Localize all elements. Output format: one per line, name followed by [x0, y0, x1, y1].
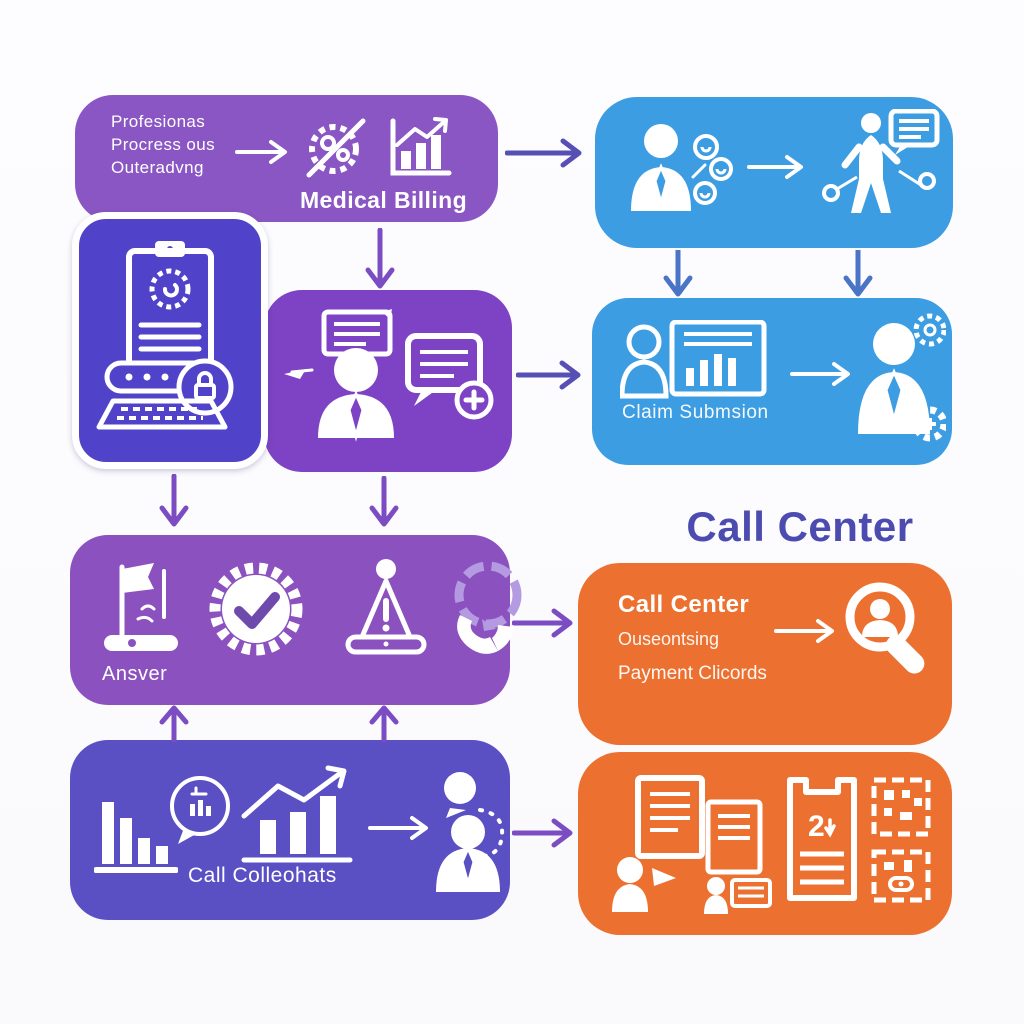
answer-quality-box: Ansver — [70, 535, 522, 705]
connector-arrow-a-to-d — [365, 228, 395, 289]
process-text-line2: Procress ous — [111, 134, 216, 154]
connector-arrow-f-to-h — [512, 608, 573, 638]
answer-label: Ansver — [102, 663, 168, 685]
right-arrow-icon — [790, 362, 850, 386]
documents-people-icon — [612, 775, 772, 914]
outsourcing-line2: Ouseontsing — [618, 629, 720, 649]
verified-check-icon — [209, 562, 303, 656]
patient-communication-box — [264, 290, 512, 472]
process-text: Profesionas Procress ous Outeradvng — [111, 111, 215, 180]
call-center-heading: Call Center — [686, 503, 914, 550]
connector-arrow-d-to-e — [516, 360, 581, 390]
call-collections-label: Call Colleohats — [188, 864, 337, 887]
flag-icon — [104, 563, 178, 651]
processing-agent-icon — [858, 313, 946, 442]
chart-bubble-icon — [170, 776, 230, 844]
claim-submission-box: Claim Submsion — [592, 298, 952, 465]
claim-presentation-icon — [620, 320, 767, 399]
connector-arrow-a-to-b — [505, 138, 582, 168]
process-text-line3: Outeradvng — [111, 157, 204, 177]
claim-submission-label: Claim Submsion — [622, 402, 769, 423]
call-collections-box: Call Colleohats — [70, 740, 510, 920]
right-arrow-icon — [774, 619, 834, 643]
payment-records-box: 2 — [578, 752, 952, 935]
process-text-line1: Profesionas — [111, 112, 206, 131]
patient-transfer-box — [595, 97, 953, 248]
businessman-coins-icon — [631, 124, 733, 211]
qr-codes-icon — [871, 777, 931, 903]
connector-arrow-g-to-f-right — [369, 705, 399, 742]
connector-arrow-g-to-i — [512, 818, 573, 848]
call-center-outsourcing-box: Call Center Ouseontsing Payment Clicords — [578, 563, 952, 745]
connector-arrow-g-to-f-left — [159, 705, 189, 742]
phone-call-icon — [454, 561, 522, 654]
clipboard-number: 2 — [808, 810, 825, 843]
search-person-icon — [845, 582, 925, 674]
medical-billing-process-box: Profesionas Procress ous Outeradvng Medi… — [75, 95, 498, 222]
clipboard-count-icon: 2 — [787, 777, 857, 901]
gear-process-icon — [306, 118, 366, 178]
warning-cone-icon — [345, 559, 427, 655]
secure-computer-icon — [96, 241, 234, 430]
declining-bars-icon — [94, 802, 178, 873]
connector-arrow-b-to-e-right — [843, 250, 873, 297]
growth-chart-icon — [390, 117, 452, 176]
outsourcing-line1: Call Center — [618, 591, 750, 618]
connector-arrow-b-to-e-left — [663, 250, 693, 297]
walking-person-message-icon — [822, 109, 940, 213]
talking-person-icon — [436, 772, 505, 892]
agent-chat-icon — [284, 309, 494, 442]
outsourcing-line3: Payment Clicords — [618, 663, 767, 684]
connector-arrow-c-to-f — [159, 474, 189, 527]
right-arrow-icon — [368, 816, 428, 840]
right-arrow-icon — [747, 155, 803, 179]
right-arrow-icon — [235, 140, 287, 164]
medical-billing-caption: Medical Billing — [300, 187, 468, 213]
secure-records-box — [72, 212, 268, 469]
rising-bars-icon — [241, 765, 353, 863]
connector-arrow-d-to-f — [369, 476, 399, 527]
